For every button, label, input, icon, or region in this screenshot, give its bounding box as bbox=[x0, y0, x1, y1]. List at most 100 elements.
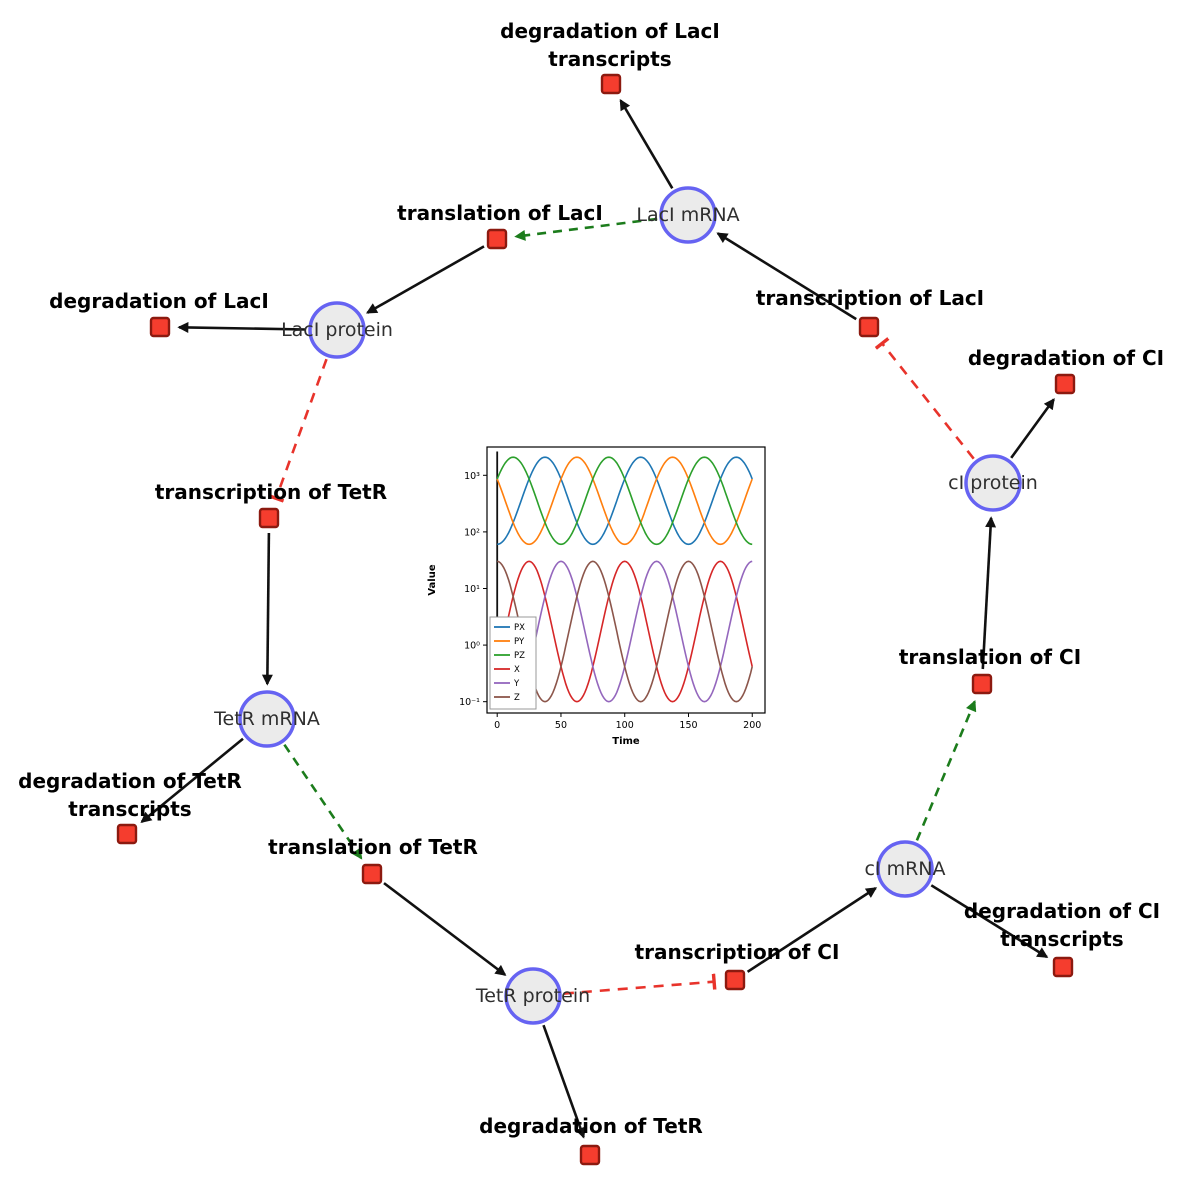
y-tick-label: 10² bbox=[464, 527, 480, 538]
x-tick-label: 100 bbox=[616, 720, 634, 731]
reaction-node-tl_laci[interactable] bbox=[486, 228, 508, 250]
edge-consumption-tetr_mrna-deg_tetr_tx bbox=[140, 737, 244, 823]
x-axis-label: Time bbox=[612, 736, 640, 747]
species-node-ci_protein[interactable]: cI protein bbox=[948, 454, 1038, 512]
species-node-laci_mrna[interactable]: LacI mRNA bbox=[636, 186, 740, 244]
legend-label: Y bbox=[513, 679, 520, 689]
species-node-laci_protein[interactable]: LacI protein bbox=[281, 301, 393, 359]
edge-production-tl_ci-ci_protein bbox=[981, 516, 997, 670]
reaction-square[interactable] bbox=[1052, 956, 1074, 978]
reaction-square[interactable] bbox=[258, 507, 280, 529]
edge-inhibition-tetr_protein-tc_ci bbox=[563, 973, 717, 995]
species-circle[interactable] bbox=[308, 301, 366, 359]
edge-production-tc_tetr-tetr_mrna bbox=[261, 532, 273, 686]
y-axis-label: Value bbox=[427, 564, 438, 595]
reaction-square[interactable] bbox=[724, 969, 746, 991]
species-label: TetR mRNA bbox=[213, 708, 320, 730]
edge-production-tc_laci-laci_mrna bbox=[716, 232, 857, 321]
reaction-node-tc_laci[interactable] bbox=[858, 316, 880, 338]
edge-modifier-ci_mrna-tl_ci bbox=[915, 699, 977, 841]
species-circle[interactable] bbox=[659, 186, 717, 244]
species-node-tetr_mrna[interactable]: TetR mRNA bbox=[213, 690, 320, 748]
legend-box bbox=[489, 616, 537, 710]
reaction-node-tc_ci[interactable] bbox=[724, 969, 746, 991]
legend-label: PY bbox=[514, 637, 525, 647]
edge-inhibition-laci_protein-tc_tetr bbox=[267, 358, 328, 503]
y-tick-label: 10¹ bbox=[464, 584, 480, 595]
species-label: LacI mRNA bbox=[636, 204, 739, 226]
reaction-square[interactable] bbox=[149, 316, 171, 338]
reaction-label: degradation of LacI bbox=[49, 289, 269, 313]
legend-label: Z bbox=[514, 693, 520, 703]
reaction-node-tc_tetr[interactable] bbox=[258, 507, 280, 529]
reaction-node-deg_tetr[interactable] bbox=[579, 1144, 601, 1166]
species-node-ci_mrna[interactable]: cI mRNA bbox=[864, 840, 946, 898]
species-node-tetr_protein[interactable]: TetR protein bbox=[475, 967, 590, 1025]
legend-label: PZ bbox=[514, 651, 525, 661]
x-tick-label: 50 bbox=[555, 720, 567, 731]
reaction-square[interactable] bbox=[116, 823, 138, 845]
edges-layer bbox=[140, 98, 1055, 1139]
edge-consumption-laci_mrna-deg_laci_tx bbox=[619, 98, 674, 189]
species-circle[interactable] bbox=[238, 690, 296, 748]
reaction-label: transcripts bbox=[68, 797, 191, 821]
reaction-label: translation of LacI bbox=[397, 201, 603, 225]
edge-production-tl_tetr-tetr_protein bbox=[383, 882, 507, 976]
x-tick-label: 0 bbox=[494, 720, 500, 731]
reaction-label: translation of CI bbox=[899, 645, 1081, 669]
reaction-label: degradation of TetR bbox=[18, 769, 242, 793]
edge-inhibition-ci_protein-tc_laci bbox=[874, 337, 975, 460]
reaction-square[interactable] bbox=[361, 863, 383, 885]
reaction-label: transcription of TetR bbox=[155, 480, 387, 504]
species-label: cI mRNA bbox=[864, 858, 945, 880]
reaction-label: degradation of LacI bbox=[500, 19, 720, 43]
reaction-label: transcription of CI bbox=[635, 940, 840, 964]
series-line-PZ bbox=[496, 456, 753, 546]
reaction-square[interactable] bbox=[579, 1144, 601, 1166]
reaction-node-deg_ci[interactable] bbox=[1054, 373, 1076, 395]
reaction-node-deg_tetr_tx[interactable] bbox=[116, 823, 138, 845]
reaction-nodes-layer: degradation of LacI transcripts translatio… bbox=[18, 19, 1164, 1166]
edge-modifier-laci_mrna-tl_laci bbox=[514, 217, 658, 241]
species-label: TetR protein bbox=[475, 985, 590, 1007]
reaction-square[interactable] bbox=[600, 73, 622, 95]
reaction-node-deg_laci[interactable] bbox=[149, 316, 171, 338]
reaction-node-deg_ci_tx[interactable] bbox=[1052, 956, 1074, 978]
series-line-PY bbox=[496, 456, 753, 546]
reaction-label: transcripts bbox=[1000, 927, 1123, 951]
legend-label: X bbox=[514, 665, 520, 675]
reaction-node-deg_laci_tx[interactable] bbox=[600, 73, 622, 95]
y-tick-label: 10⁰ bbox=[464, 641, 480, 652]
reaction-label: degradation of CI bbox=[968, 346, 1164, 370]
reaction-square[interactable] bbox=[971, 673, 993, 695]
edge-production-tc_ci-ci_mrna bbox=[746, 887, 878, 973]
species-circle[interactable] bbox=[876, 840, 934, 898]
x-tick-label: 150 bbox=[679, 720, 697, 731]
reaction-square[interactable] bbox=[1054, 373, 1076, 395]
reaction-node-tl_ci[interactable] bbox=[971, 673, 993, 695]
edge-modifier-tetr_mrna-tl_tetr bbox=[283, 743, 363, 860]
edge-consumption-tetr_protein-deg_tetr bbox=[542, 1024, 586, 1139]
reaction-square[interactable] bbox=[486, 228, 508, 250]
reaction-square[interactable] bbox=[858, 316, 880, 338]
series-layer bbox=[496, 456, 753, 703]
reaction-label: degradation of TetR bbox=[479, 1114, 703, 1138]
reaction-label: translation of TetR bbox=[268, 835, 478, 859]
species-circle[interactable] bbox=[504, 967, 562, 1025]
species-label: cI protein bbox=[948, 472, 1038, 494]
edge-consumption-laci_protein-deg_laci bbox=[177, 321, 307, 333]
y-tick-label: 10³ bbox=[464, 471, 480, 482]
species-circle[interactable] bbox=[964, 454, 1022, 512]
edge-production-tl_laci-laci_protein bbox=[365, 245, 485, 314]
x-tick-label: 200 bbox=[743, 720, 761, 731]
reaction-label: degradation of CI bbox=[964, 899, 1160, 923]
y-tick-label: 10⁻¹ bbox=[459, 697, 480, 708]
series-line-Z bbox=[497, 560, 753, 703]
reaction-node-tl_tetr[interactable] bbox=[361, 863, 383, 885]
legend-label: PX bbox=[514, 623, 525, 633]
